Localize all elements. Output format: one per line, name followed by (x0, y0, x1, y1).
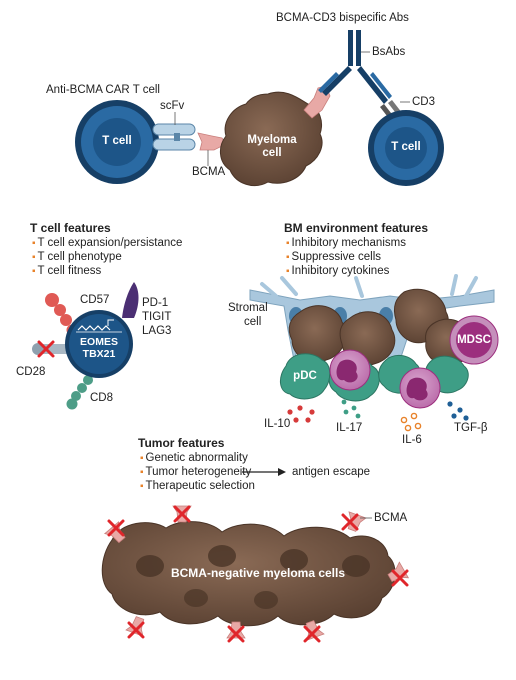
myeloma-label-1: Myeloma (247, 134, 297, 146)
left-t-cell (75, 100, 159, 184)
cd3-label: CD3 (412, 96, 436, 108)
antigen-escape-label: antigen escape (292, 466, 371, 478)
stromal-label-1: Stromal (228, 302, 268, 314)
il10-label: IL-10 (264, 418, 291, 430)
bm-features-heading: BM environment features (284, 221, 429, 235)
il6-label: IL-6 (402, 434, 422, 446)
cytokine-il17-dots (341, 399, 361, 419)
tumor-feature-item: ▪Genetic abnormality (140, 452, 248, 464)
t-cell-features-cell (65, 310, 133, 378)
il17-label: IL-17 (336, 422, 363, 434)
bm-feature-item: ▪Suppressive cells (286, 251, 382, 263)
bcma-label-top: BCMA (192, 166, 226, 178)
tumor-feature-item: ▪Tumor heterogeneity (140, 466, 252, 478)
cytokine-il10-dots (287, 405, 315, 423)
tumor-bcma-crossed (104, 505, 409, 643)
eomes-label: EOMES (80, 336, 118, 348)
tumor-myeloma-cluster (101, 521, 396, 627)
pd1-tigit-lag3-marker (122, 282, 139, 318)
tumor-features-heading: Tumor features (138, 436, 225, 450)
t-cell-feature-item: ▪T cell expansion/persistance (32, 237, 183, 249)
bm-feature-item: ▪Inhibitory mechanisms (286, 237, 406, 249)
cd8-marker (66, 375, 93, 410)
pdc-label: pDC (293, 370, 317, 382)
scfv-label: scFv (160, 100, 185, 112)
right-t-cell (368, 110, 444, 186)
tbx21-label: TBX21 (82, 348, 116, 360)
myeloma-label-2: cell (262, 147, 282, 159)
bcma-antigen-left (197, 132, 227, 166)
t-cell-feature-item: ▪T cell phenotype (32, 251, 122, 263)
car-t-title: Anti-BCMA CAR T cell (46, 84, 160, 96)
t-cell-left-label: T cell (102, 135, 132, 147)
t-cell-features-heading: T cell features (30, 221, 111, 235)
cd57-label: CD57 (80, 294, 110, 306)
cytokine-il6-dots (400, 412, 422, 432)
t-cell-right-label: T cell (391, 141, 421, 153)
lag3-label: LAG3 (142, 325, 172, 337)
cd8-label: CD8 (90, 392, 114, 404)
mdsc-cell (449, 315, 499, 365)
t-cell-feature-item: ▪T cell fitness (32, 265, 102, 277)
bispecific-antibody (318, 30, 392, 104)
granulocytes (329, 349, 441, 409)
bcma-negative-label: BCMA-negative myeloma cells (170, 566, 346, 580)
scfv-receptor (152, 112, 196, 151)
stromal-label-2: cell (244, 316, 262, 328)
mdsc-label: MDSC (457, 334, 491, 346)
bm-feature-item: ▪Inhibitory cytokines (286, 265, 390, 277)
tumor-feature-item: ▪Therapeutic selection (140, 480, 255, 492)
bispecific-title: BCMA-CD3 bispecific Abs (276, 12, 409, 24)
cytokine-tgfb-dots (447, 401, 469, 421)
escape-arrow (242, 468, 286, 476)
bcma-label-bottom: BCMA (374, 512, 408, 524)
tgfb-label: TGF-β (454, 422, 488, 434)
tigit-label: TIGIT (142, 311, 172, 323)
pd1-label: PD-1 (142, 297, 169, 309)
bsabs-label: BsAbs (372, 46, 406, 58)
cd28-label: CD28 (16, 366, 46, 378)
